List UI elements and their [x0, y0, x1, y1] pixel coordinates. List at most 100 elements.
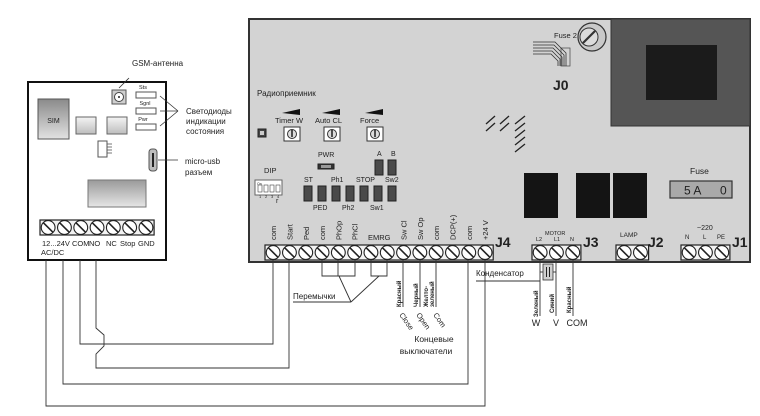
dip-switch-2[interactable] — [263, 184, 269, 193]
wire-color-black: Черный — [413, 283, 420, 307]
gsm-term-label-stop: Stop — [120, 239, 135, 248]
motor-term-v: V — [553, 318, 559, 328]
arrow-icon — [365, 109, 383, 115]
limit-caption-2: выключатели — [400, 346, 453, 356]
motor-wire-red: Красный — [566, 286, 573, 313]
motor-wire-green: Зеленый — [533, 290, 540, 317]
j4-pin-label-12: DCP(+) — [448, 214, 457, 240]
pin-header — [97, 140, 108, 158]
j1-pin-l: L — [703, 235, 707, 241]
j0-connector — [533, 41, 571, 67]
antenna-label: GSM-антенна — [132, 59, 184, 68]
leds-caption-1: Светодиоды — [186, 107, 232, 116]
j3-pin-l2: L2 — [536, 237, 542, 243]
dip-switch-1[interactable] — [257, 184, 263, 193]
motor-term-w: W — [532, 318, 541, 328]
jumper-a[interactable] — [374, 159, 384, 176]
relay-2 — [576, 173, 610, 218]
pwr-label: PWR — [318, 152, 334, 159]
status-led-6 — [373, 185, 383, 202]
status-led-4 — [345, 185, 355, 202]
led-pwr — [135, 123, 157, 131]
j1-pin-n: N — [685, 235, 689, 241]
j3-pin-n: N — [570, 237, 574, 243]
gsm-term-label-no: NO — [89, 239, 100, 248]
dip-switch-4[interactable] — [275, 184, 281, 193]
j1-label: J1 — [732, 234, 748, 250]
led-sw1-label: Sw1 — [370, 205, 384, 212]
relay-3 — [613, 173, 647, 218]
status-led-5 — [359, 185, 369, 202]
j4-pin-label-6: PhCl — [351, 223, 360, 240]
limit-caption-1: Концевые — [414, 334, 453, 344]
wire-no — [95, 260, 290, 369]
led-st-label: ST — [304, 177, 314, 184]
usb-caption-2: разъем — [185, 168, 212, 177]
j1-pin-pe: PE — [717, 235, 725, 241]
j3-pin-l1: L1 — [554, 237, 560, 243]
gsm-terminal-block — [39, 219, 155, 236]
j0-label: J0 — [553, 77, 569, 93]
limit-signal-com: Com — [431, 311, 447, 329]
arrow-icon — [322, 109, 340, 115]
sim-label: SIM — [47, 118, 60, 125]
jumper-b[interactable] — [387, 159, 397, 176]
j3-title: MOTOR — [545, 231, 565, 237]
hatch-marks — [485, 115, 526, 153]
fuse2-label: Fuse 2 — [554, 31, 577, 40]
svg-text:4: 4 — [277, 194, 280, 199]
j4-pin-label-14: +24 V — [481, 220, 490, 240]
wire-power — [45, 260, 486, 407]
j4-pin-label-10: Sw Op — [416, 217, 425, 240]
j4-pin-label-3: Ped — [302, 227, 311, 240]
j4-pin-label-4: com — [318, 226, 327, 240]
j4-pin-label-9: Sw Cl — [400, 220, 409, 240]
gsm-term-sublabel: AC/DC — [41, 248, 65, 257]
gsm-module: SIM GSM-антенна Sts Sgnl Pwr Светодиоды … — [27, 59, 232, 261]
j2-title: LAMP — [620, 232, 638, 239]
fuse-value: 5 A — [684, 184, 701, 198]
jumper-a-label: A — [377, 151, 382, 158]
fuse-holder — [669, 180, 733, 199]
svg-text:2: 2 — [265, 194, 268, 199]
leds-caption-3: состояния — [186, 127, 224, 136]
relay-1 — [524, 173, 558, 218]
arrow-icon — [282, 109, 300, 115]
j3-terminal-block — [531, 244, 582, 261]
radio-receiver-label: Радиоприемник — [257, 89, 316, 98]
status-led-7 — [387, 185, 397, 202]
wire-com — [62, 260, 469, 385]
jumpers-label: Перемычки — [293, 292, 335, 301]
led-ph1-label: Ph1 — [331, 177, 344, 184]
controller-board: Fuse 2 J0 Fuse 5 A 0 — [248, 18, 751, 263]
fuse-label: Fuse — [690, 166, 709, 176]
led-pwr-label: Pwr — [138, 117, 148, 123]
gsm-term-label-com: COM — [72, 239, 90, 248]
chip-2 — [106, 116, 128, 135]
dip-switch-3[interactable] — [269, 184, 275, 193]
jumper-wire-1 — [321, 260, 356, 277]
wire-color-red: Красный — [396, 280, 403, 307]
svg-text:3: 3 — [271, 194, 274, 199]
led-sgnl-label: Sgnl — [139, 101, 150, 107]
led-ped-label: PED — [313, 205, 327, 212]
usb-caption-1: micro-usb — [185, 157, 221, 166]
led-ph2-label: Ph2 — [342, 205, 355, 212]
j3-label: J3 — [583, 234, 599, 250]
j4-pin-label-1: com — [269, 226, 278, 240]
dip-on-label: On — [257, 182, 262, 186]
j1-title: ~220 — [697, 225, 713, 232]
chip-1 — [75, 116, 97, 135]
dip-label: DIP — [264, 166, 277, 175]
j4-terminal-block — [264, 244, 494, 261]
j1-terminal-block — [680, 244, 731, 261]
svg-text:1: 1 — [259, 194, 262, 199]
relay-block — [87, 179, 147, 208]
wire-gsm-com-start — [79, 260, 274, 345]
j4-pin-label-7: EMRG — [368, 233, 391, 242]
capacitor-icon — [542, 263, 554, 281]
status-led-1 — [303, 185, 313, 202]
led-sgnl — [135, 107, 157, 115]
pot-timer-w-label: Timer W — [275, 116, 304, 125]
